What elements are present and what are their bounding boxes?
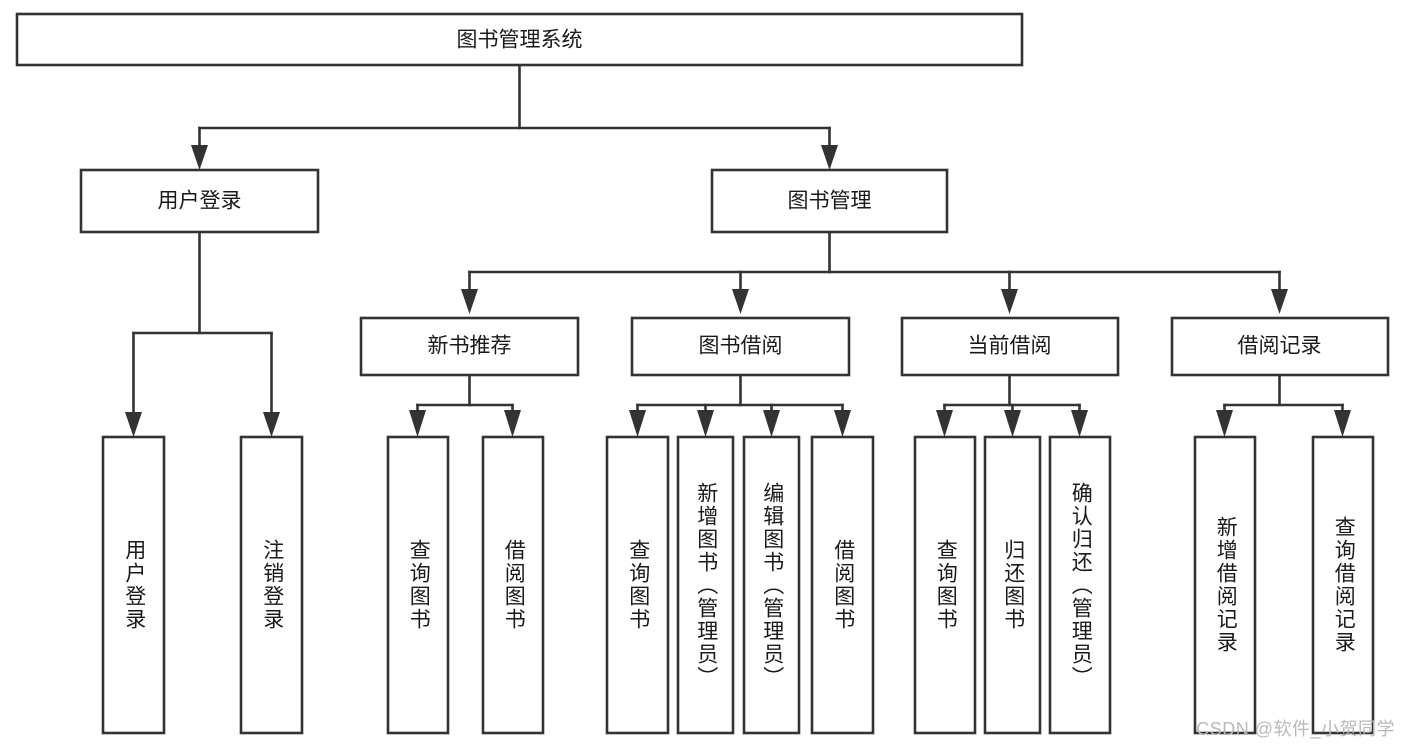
node-box-leaf-return-book[interactable]	[983, 435, 1042, 735]
connector-group-book-management-to-level3	[461, 230, 1288, 314]
node-new-book-recommend[interactable]: 新书推荐	[359, 316, 580, 377]
node-box-leaf-user-logout[interactable]	[239, 435, 304, 735]
node-box-leaf-confirm-return[interactable]	[1048, 435, 1112, 735]
node-label-root: 图书管理系统	[457, 29, 583, 52]
node-root[interactable]: 图书管理系统	[15, 12, 1024, 67]
node-borrow-record[interactable]: 借阅记录	[1170, 316, 1390, 377]
node-box-leaf-add-book[interactable]	[676, 435, 735, 735]
node-box-book-borrow[interactable]	[630, 316, 851, 377]
connector-group-new-book-recommend-to-leaves	[409, 373, 521, 437]
node-box-leaf-query-record[interactable]	[1311, 435, 1375, 735]
arrowhead-leaf-query-book-3	[936, 410, 953, 437]
connector-group-borrow-record-to-leaves	[1216, 373, 1351, 437]
node-label-borrow-record: 借阅记录	[1238, 335, 1322, 358]
watermark-text: CSDN @软件_小贺同学	[1196, 719, 1395, 739]
arrowhead-new-book-recommend	[461, 289, 478, 314]
node-label-book-management: 图书管理	[788, 190, 872, 213]
node-label-user-login: 用户登录	[158, 190, 242, 213]
arrowhead-book-borrow	[732, 289, 749, 314]
node-box-book-management[interactable]	[710, 168, 949, 234]
node-box-user-login[interactable]	[79, 168, 320, 234]
arrowhead-current-borrow	[1001, 289, 1018, 314]
node-book-management[interactable]: 图书管理	[710, 168, 949, 234]
node-box-leaf-edit-book[interactable]	[742, 435, 801, 735]
node-label-new-book-recommend: 新书推荐	[428, 335, 512, 358]
node-box-leaf-borrow-book-1[interactable]	[481, 435, 545, 735]
arrowhead-leaf-user-login	[125, 412, 142, 437]
arrowhead-borrow-record	[1271, 289, 1288, 314]
node-box-leaf-borrow-book-2[interactable]	[810, 435, 875, 735]
arrowhead-leaf-add-book	[697, 410, 714, 437]
connector-group-current-borrow-to-leaves	[936, 373, 1088, 437]
arrowhead-leaf-edit-book	[763, 410, 780, 437]
arrowhead-leaf-return-book	[1004, 410, 1021, 437]
node-book-borrow[interactable]: 图书借阅	[630, 316, 851, 377]
node-user-login[interactable]: 用户登录	[79, 168, 320, 234]
connector-group-user-login-to-leaves	[125, 230, 280, 437]
node-current-borrow[interactable]: 当前借阅	[900, 316, 1120, 377]
node-box-leaf-add-record[interactable]	[1193, 435, 1257, 735]
node-box-leaf-query-book-1[interactable]	[386, 435, 450, 735]
arrowhead-leaf-query-book-1	[409, 410, 426, 437]
node-box-current-borrow[interactable]	[900, 316, 1120, 377]
node-box-new-book-recommend[interactable]	[359, 316, 580, 377]
arrowhead-user-login	[191, 145, 208, 170]
arrowhead-leaf-query-book-2	[629, 410, 646, 437]
connector-group-root-to-level2	[191, 63, 838, 170]
arrowhead-leaf-borrow-book-2	[834, 410, 851, 437]
node-box-root[interactable]	[15, 12, 1024, 67]
arrowhead-leaf-confirm-return	[1071, 410, 1088, 437]
node-box-leaf-query-book-2[interactable]	[605, 435, 670, 735]
arrowhead-leaf-add-record	[1216, 410, 1233, 437]
node-label-current-borrow: 当前借阅	[968, 335, 1052, 358]
arrowhead-leaf-borrow-book-1	[504, 410, 521, 437]
node-box-leaf-user-login[interactable]	[101, 435, 166, 735]
arrowhead-book-management	[821, 145, 838, 170]
node-label-book-borrow: 图书借阅	[699, 335, 783, 358]
node-box-leaf-query-book-3[interactable]	[913, 435, 977, 735]
arrowhead-leaf-query-record	[1334, 410, 1351, 437]
connector-group-book-borrow-to-leaves	[629, 373, 851, 437]
node-box-borrow-record[interactable]	[1170, 316, 1390, 377]
arrowhead-leaf-user-logout	[263, 412, 280, 437]
